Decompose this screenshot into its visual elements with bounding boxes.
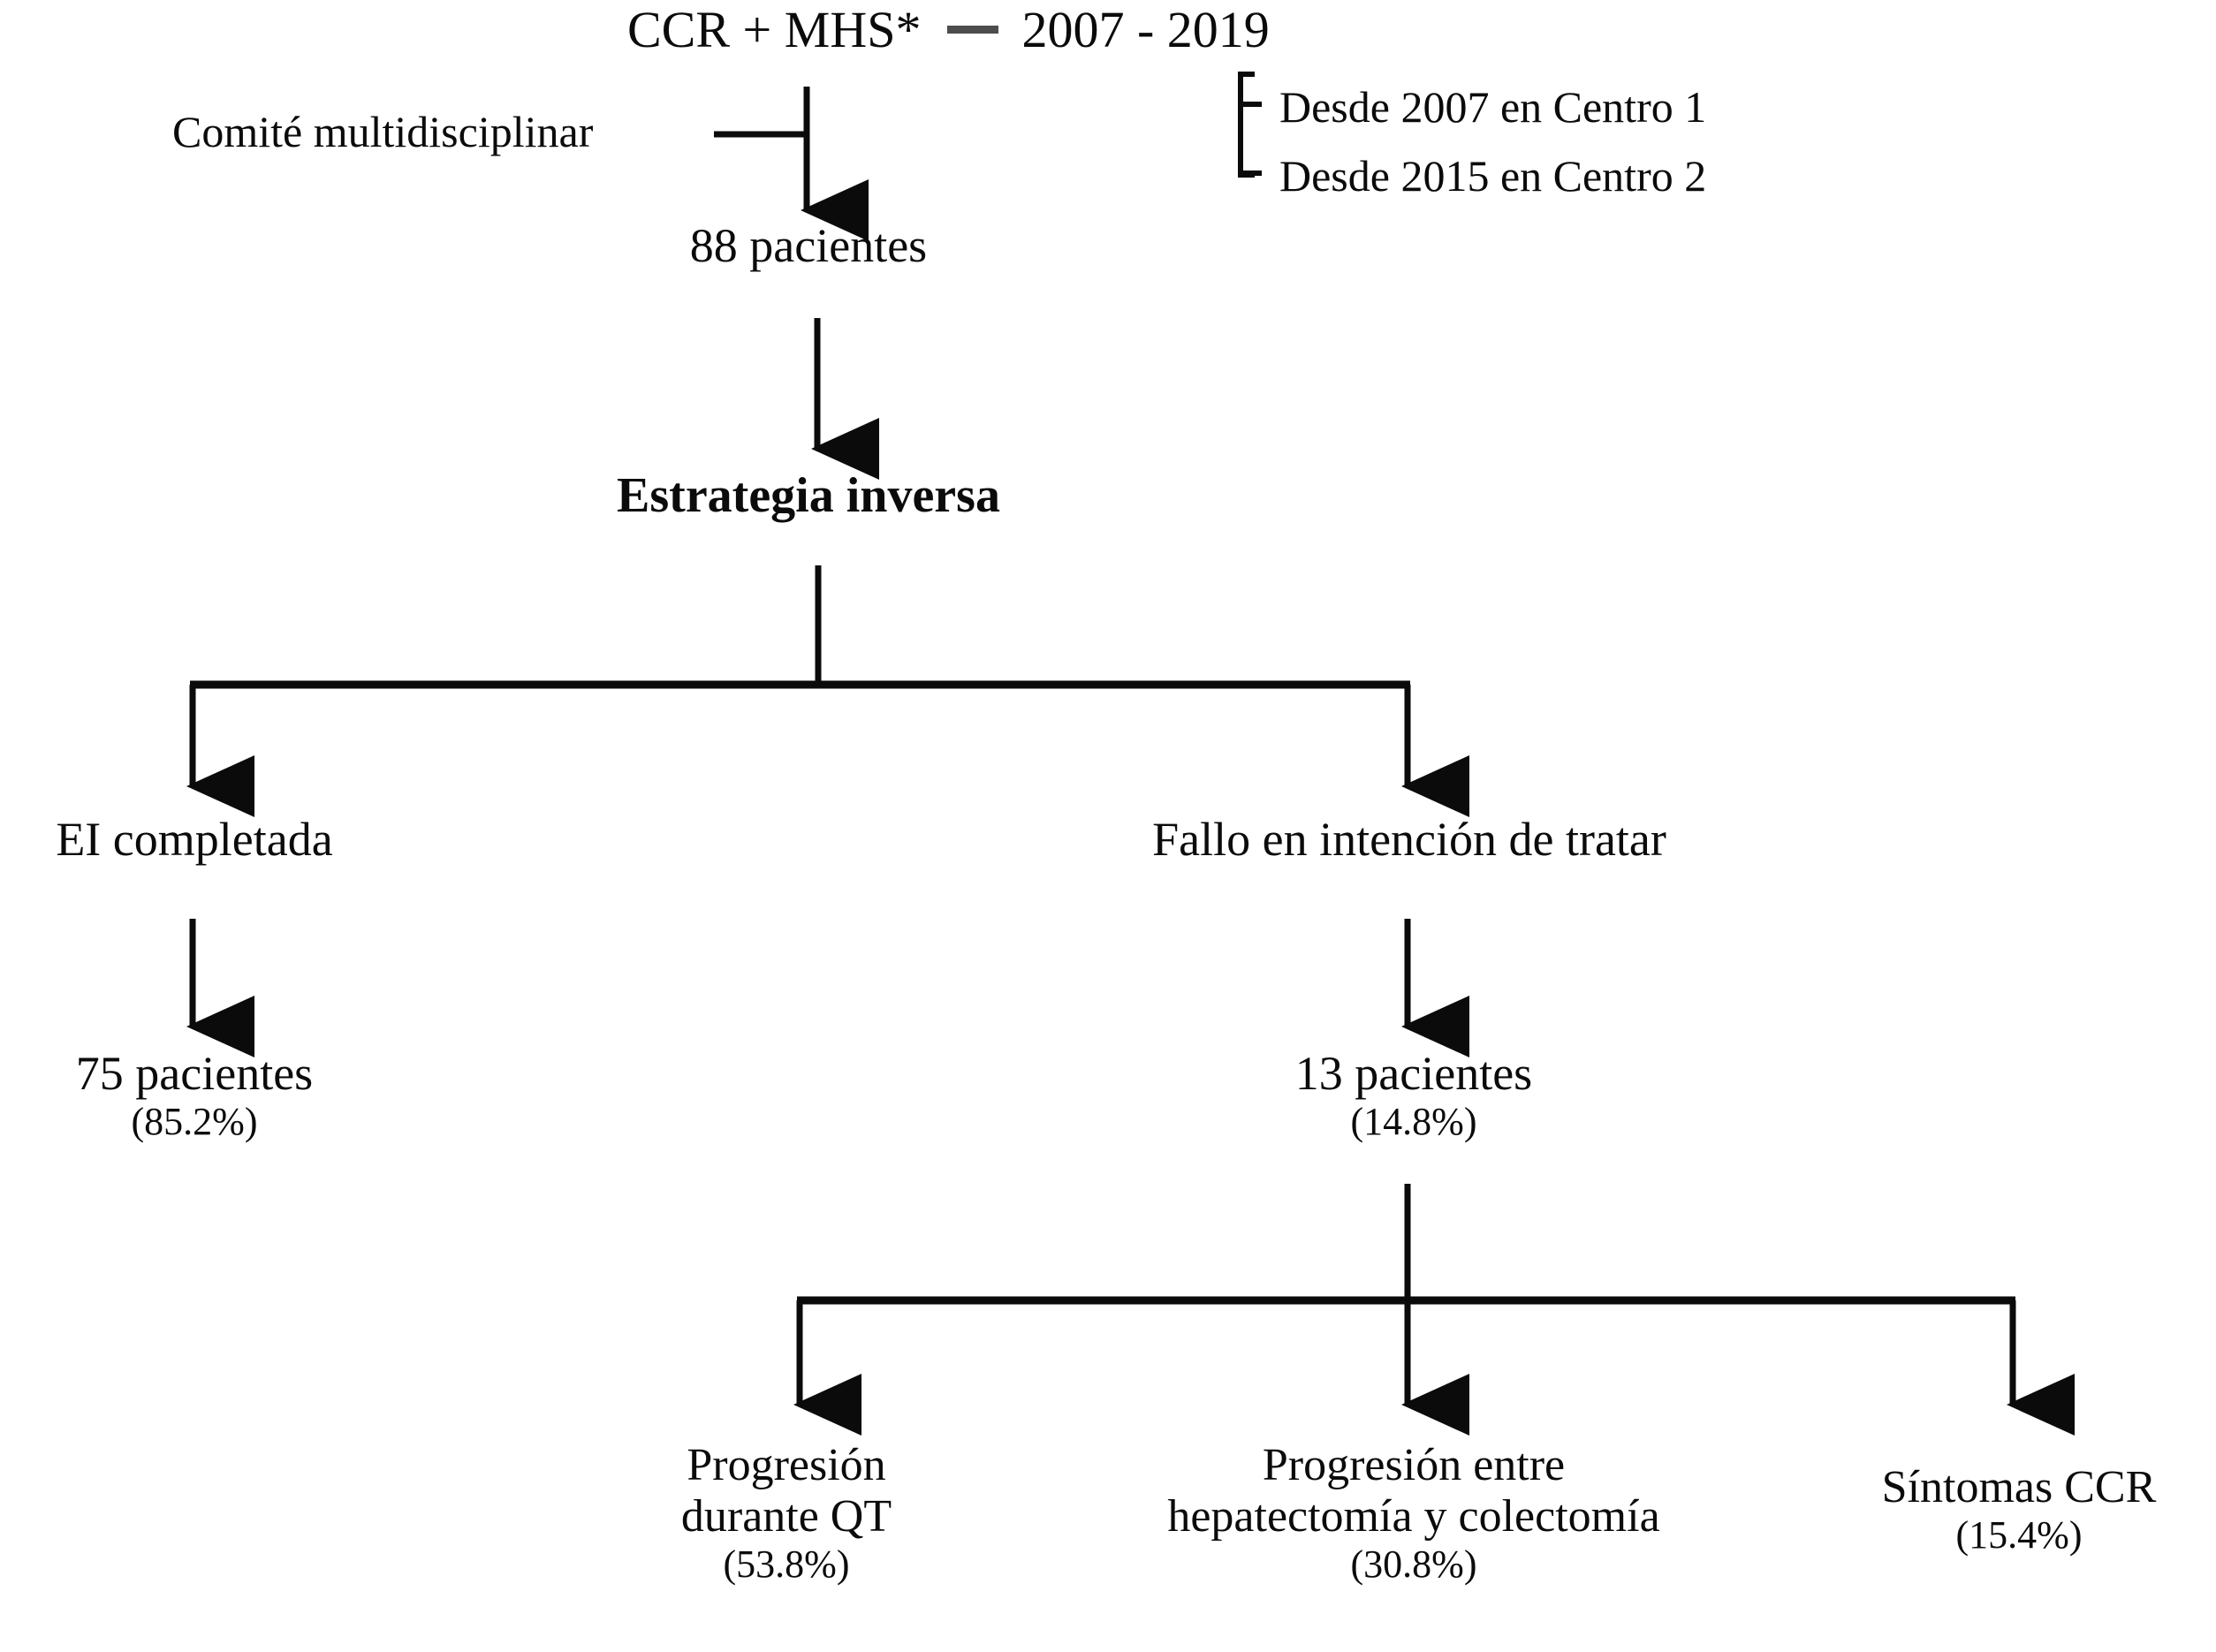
reason-1-percent: (53.8%)	[723, 1542, 850, 1587]
failed-count-percent: (14.8%)	[1350, 1100, 1477, 1144]
study-period: 2007 - 2019	[1021, 0, 1270, 58]
reason-2-line2: hepatectomía y colectomía	[1167, 1491, 1660, 1542]
reason-2-line1: Progresión entre	[1262, 1440, 1566, 1490]
header-dash-separator	[947, 25, 999, 34]
figure-header: CCR + MHS* 2007 - 2019	[627, 0, 1405, 58]
reason-1-line1: Progresión	[687, 1440, 886, 1490]
node-strategy: Estrategia inversa	[617, 468, 1000, 523]
cohort-label: CCR + MHS*	[627, 0, 922, 58]
note-center-1: Desde 2007 en Centro 1	[1279, 82, 1707, 132]
reason-3-line1: Síntomas CCR	[1881, 1462, 2157, 1512]
failed-count-label: 13 pacientes	[1294, 1047, 1533, 1100]
node-total-patients: 88 pacientes	[689, 219, 928, 272]
note-center-2: Desde 2015 en Centro 2	[1279, 151, 1707, 201]
reason-3-percent: (15.4%)	[1955, 1513, 2083, 1557]
node-reason-progression-between: Progresión entre hepatectomía y colectom…	[1065, 1440, 1763, 1587]
node-reason-symptoms: Síntomas CCR (15.4%)	[1820, 1462, 2216, 1557]
reason-1-line2: durante QT	[680, 1491, 892, 1542]
reason-2-percent: (30.8%)	[1350, 1542, 1477, 1587]
node-branch-failed: Fallo en intención de tratar	[1152, 813, 1666, 866]
completed-count-percent: (85.2%)	[131, 1100, 258, 1144]
node-branch-completed: EI completada	[56, 813, 333, 866]
node-completed-count: 75 pacientes (85.2%)	[18, 1047, 371, 1144]
completed-count-label: 75 pacientes	[75, 1047, 314, 1100]
node-reason-progression-qt: Progresión durante QT (53.8%)	[619, 1440, 954, 1587]
committee-label: Comité multidisciplinar	[172, 107, 594, 156]
note-bracket	[1238, 72, 1255, 178]
node-failed-count: 13 pacientes (14.8%)	[1237, 1047, 1590, 1144]
